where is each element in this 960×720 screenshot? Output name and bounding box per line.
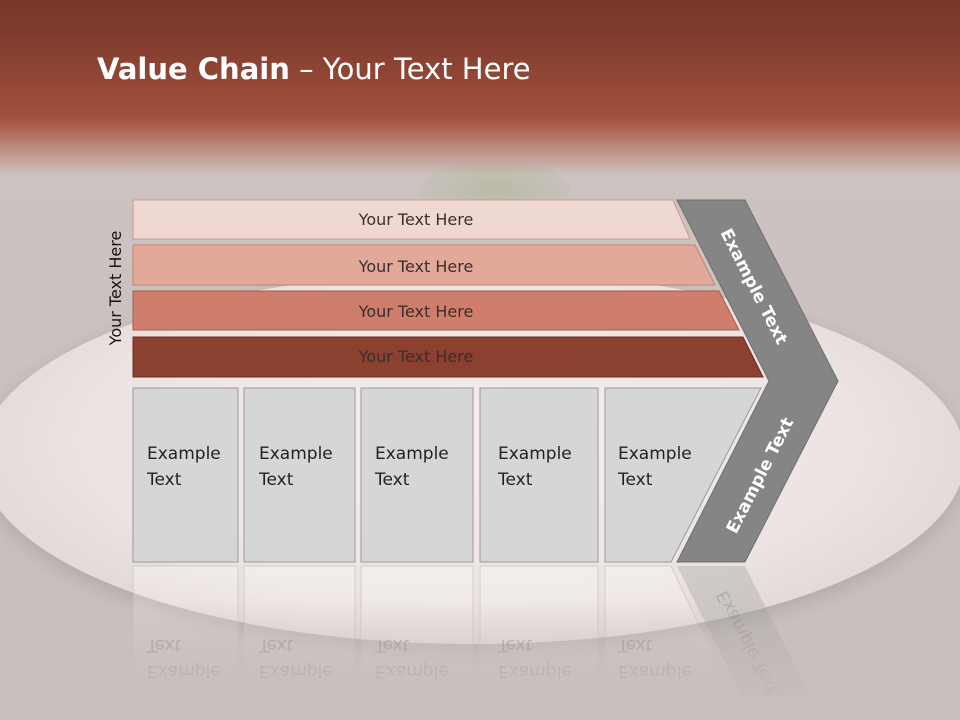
column-5-line1: Example xyxy=(618,444,692,464)
column-2-line2: Text xyxy=(258,470,294,490)
bar-4: Your Text Here xyxy=(132,336,764,378)
column-1: Example Text xyxy=(132,387,239,563)
header-band xyxy=(0,0,960,175)
bar-1-shape xyxy=(132,199,691,240)
column-2: Example Text xyxy=(243,387,356,563)
bar-3-shape xyxy=(132,290,740,331)
bar-2-label: Your Text Here xyxy=(358,257,474,276)
column-3-box xyxy=(360,387,474,563)
reflection-column-1-line1: Example xyxy=(147,661,221,681)
reflection-column-1-line2: Text xyxy=(146,635,182,655)
reflection-column-4-line1: Example xyxy=(498,661,572,681)
reflection-column-2-line2: Text xyxy=(258,635,294,655)
column-4: Example Text xyxy=(479,387,599,563)
page-title-rest: – Your Text Here xyxy=(289,52,531,86)
bar-4-label: Your Text Here xyxy=(358,347,474,366)
column-2-line1: Example xyxy=(259,444,333,464)
column-4-box xyxy=(479,387,599,563)
column-4-line1: Example xyxy=(498,444,572,464)
column-1-line2: Text xyxy=(146,470,182,490)
column-3-line1: Example xyxy=(375,444,449,464)
column-3-line2: Text xyxy=(374,470,410,490)
reflection-column-4-line2: Text xyxy=(497,635,533,655)
bar-3-label: Your Text Here xyxy=(358,302,474,321)
bar-4-shape xyxy=(132,336,764,378)
page-title-bold: Value Chain xyxy=(97,52,290,86)
chevron-shape xyxy=(676,199,839,563)
bar-1: Your Text Here xyxy=(132,199,691,240)
bar-2: Your Text Here xyxy=(132,244,716,286)
reflection-column-5-line1: Example xyxy=(618,661,692,681)
column-3: Example Text xyxy=(360,387,474,563)
column-1-line1: Example xyxy=(147,444,221,464)
column-5-line2: Text xyxy=(617,470,653,490)
bar-1-label: Your Text Here xyxy=(358,210,474,229)
side-label: Your Text Here xyxy=(106,231,125,347)
chevron-arrow: Example Text Example Text xyxy=(676,199,839,563)
column-1-box xyxy=(132,387,239,563)
column-4-line2: Text xyxy=(497,470,533,490)
reflection-column-3-line1: Example xyxy=(375,661,449,681)
column-5-box xyxy=(604,387,762,563)
bar-2-shape xyxy=(132,244,716,286)
column-2-box xyxy=(243,387,356,563)
reflection-column-5-line2: Text xyxy=(617,635,653,655)
bar-3: Your Text Here xyxy=(132,290,740,331)
reflection-column-2-line1: Example xyxy=(259,661,333,681)
reflection-column-3-line2: Text xyxy=(374,635,410,655)
reflection: Example Text Example Text Example Text E… xyxy=(132,565,810,698)
page-title: Value Chain – Your Text Here xyxy=(97,52,531,86)
column-5: Example Text xyxy=(604,387,762,563)
